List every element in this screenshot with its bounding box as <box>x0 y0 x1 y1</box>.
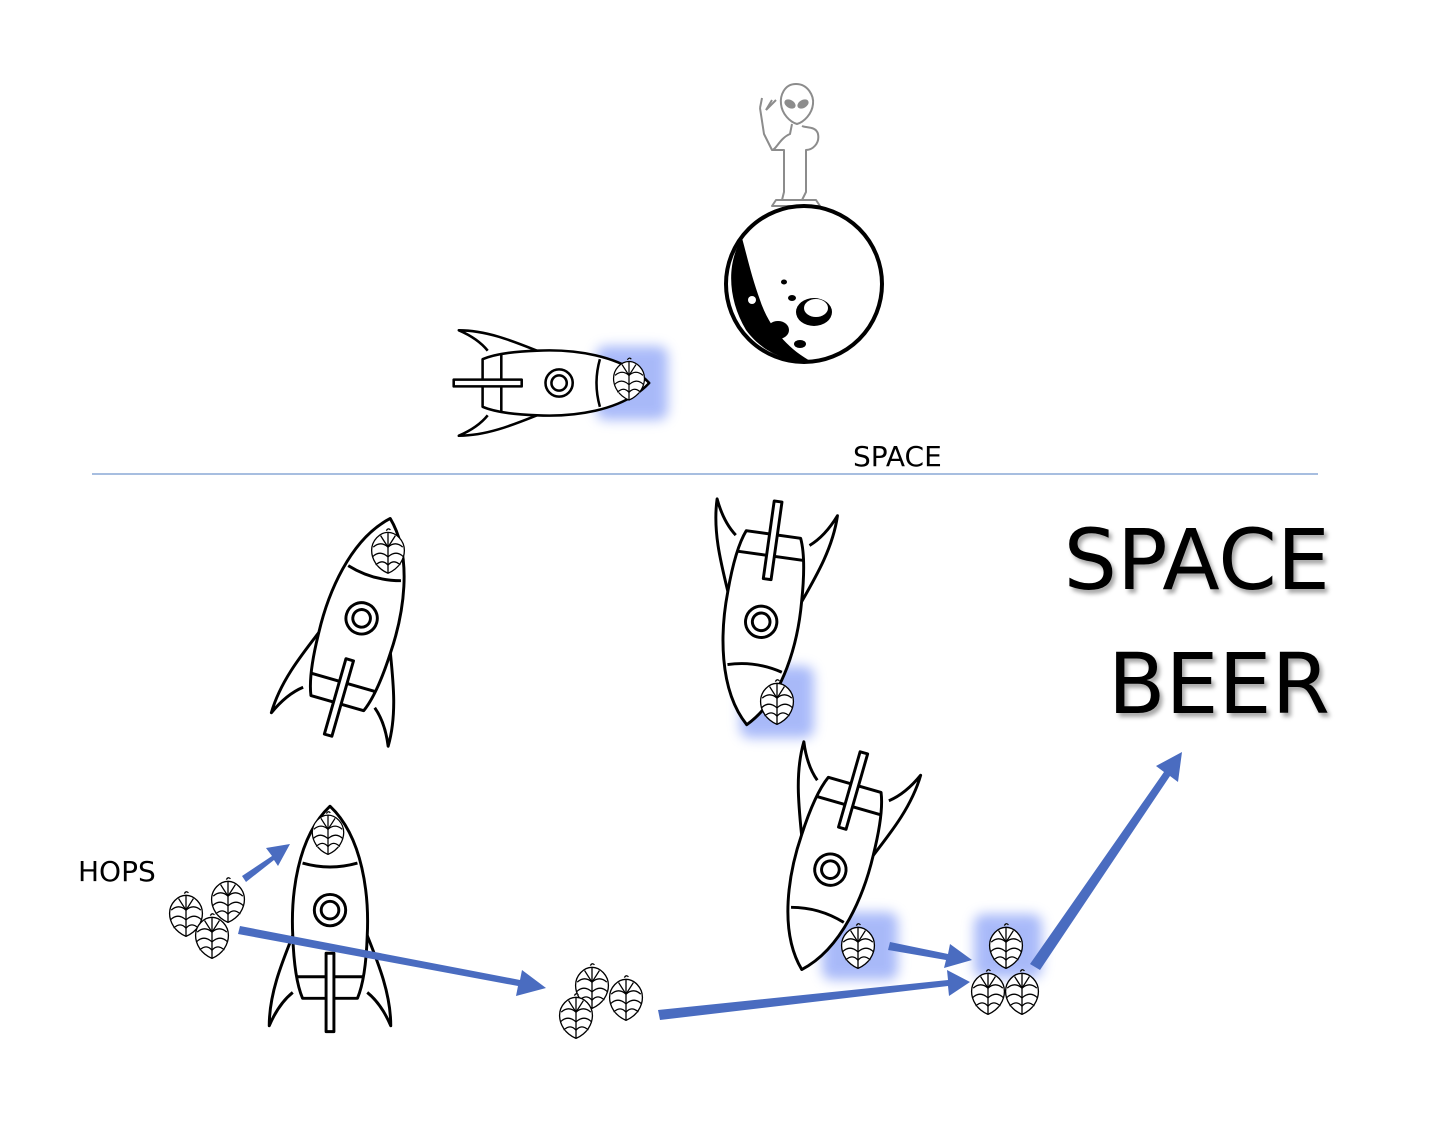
rocket-descending <box>685 491 840 738</box>
space-boundary-label: SPACE <box>853 440 942 473</box>
rocket-launch <box>267 804 393 1034</box>
rocket-landing <box>741 734 924 988</box>
rocket-horizontal <box>452 329 668 437</box>
title-line-beer: BEER <box>1107 635 1330 733</box>
rocket-tilted-up <box>268 500 451 754</box>
hops-cluster-middle <box>558 963 644 1040</box>
hops-cluster-final <box>970 914 1042 1016</box>
hops-cluster-start <box>168 877 246 960</box>
hops-label: HOPS <box>78 855 156 888</box>
arrow-icon <box>238 752 1182 1020</box>
moon-icon <box>724 204 884 364</box>
space-beer-title: SPACE BEER <box>1064 498 1330 746</box>
alien-icon <box>759 83 821 207</box>
title-line-space: SPACE <box>1063 511 1330 609</box>
